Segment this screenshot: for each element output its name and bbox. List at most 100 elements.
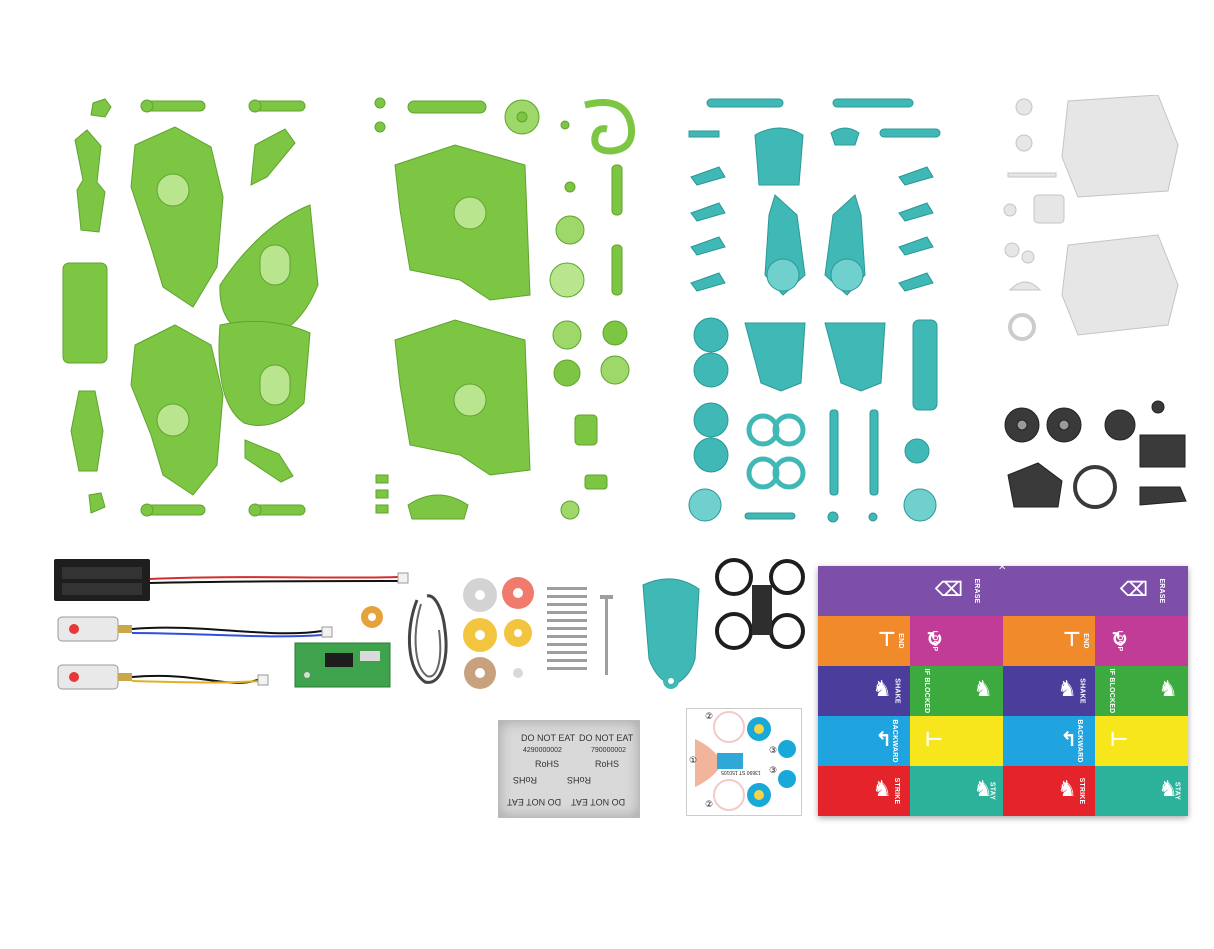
arm-part-lower (70, 390, 104, 472)
card-forward-right: ⊢ (1095, 716, 1188, 766)
packet-rohs-3: RoHS (513, 775, 538, 785)
arm-part-upper (74, 129, 106, 233)
body-frame (62, 262, 108, 364)
teal-head-piece (642, 578, 700, 689)
packet-rohs-1: RoHS (535, 759, 560, 769)
packet-rohs-4: RoHS (567, 775, 592, 785)
dark-housing (1007, 462, 1063, 508)
sticker-number-1: ① (689, 755, 698, 765)
teal-leg-part (912, 319, 938, 411)
sticker-number-2-bottom: ② (705, 799, 714, 809)
erase-icon: ⌫ (1119, 579, 1148, 601)
card-strike-right: ♞ STRIKE (1003, 766, 1095, 816)
card-label-erase: ERASE (1157, 578, 1165, 604)
loop-icon: ↻ (926, 629, 943, 651)
teal-parts-sheet (688, 98, 941, 523)
lizard-icon: ♞ (1158, 676, 1178, 701)
erase-icon: ⌫ (934, 579, 963, 601)
card-shake-right: ♞ SHAKE (1003, 666, 1095, 716)
card-end-left: ⊤ END (818, 616, 910, 666)
shell-half-top (130, 126, 224, 308)
green-parts-sheet-2 (374, 97, 636, 520)
card-erase-right: ⌫ ERASE (1003, 566, 1188, 616)
rod-part (146, 100, 206, 112)
lizard-icon: ♞ (1057, 676, 1077, 701)
electronics-group (54, 559, 409, 690)
card-label-strike: STRIKE (1078, 777, 1086, 805)
end-icon: ⊤ (1062, 629, 1081, 651)
teal-frame-right (824, 322, 886, 392)
motor-icon (57, 616, 119, 642)
sticker-number-3-top: ③ (769, 745, 778, 755)
card-if-blocked-left: ♞ IF BLOCKED (910, 666, 1003, 716)
card-label-strike: STRIKE (893, 777, 901, 805)
card-label-stay: STAY (1173, 781, 1181, 801)
command-card-sheet: ⌫ ERASE ⌫ ERASE ⊤ END ↻ LOOP ⊤ END ↻ LOO… (818, 562, 1188, 816)
claw-part-lower (244, 439, 294, 483)
card-erase-left: ⌫ ERASE (818, 566, 1003, 616)
backward-arrow-icon: ↰ (875, 729, 892, 751)
forward-arrow-icon: ⊢ (924, 729, 943, 751)
card-label-shake: SHAKE (893, 678, 901, 704)
card-label-backward: BACKWARD (1075, 719, 1083, 763)
dark-bracket (1139, 434, 1186, 468)
card-if-blocked-right: ♞ IF BLOCKED (1095, 666, 1188, 716)
card-shake-left: ♞ SHAKE (818, 666, 910, 716)
card-end-right: ⊤ END (1003, 616, 1095, 666)
wire-coil (407, 594, 448, 684)
rod-part-2 (254, 100, 306, 112)
card-stay-left: ♞ STAY (910, 766, 1003, 816)
packet-warning-2: DO NOT EAT (579, 733, 634, 743)
card-strike-left: ♞ STRIKE (818, 766, 910, 816)
card-stay-right: ♞ STAY (1095, 766, 1188, 816)
packet-code-2: 790000002 (591, 747, 627, 754)
claw-part-upper (250, 128, 296, 186)
lizard-icon: ♞ (1057, 776, 1077, 801)
card-label-loop: LOOP (1116, 630, 1124, 652)
eye-sticker-sheet: ② ① ③ ③ ② 13690 ST 150105 (686, 708, 802, 816)
clip-part (90, 98, 112, 118)
lizard-icon: ♞ (872, 776, 892, 801)
sticker-code: 13690 ST 150105 (721, 769, 761, 775)
rod-part-3 (407, 100, 487, 114)
teal-frame-left (744, 322, 806, 392)
black-ring-parts (715, 558, 805, 650)
rod-end (140, 99, 154, 113)
lizard-icon: ♞ (1158, 776, 1178, 801)
lizard-icon: ♞ (872, 676, 892, 701)
grey-cover-top (1061, 95, 1179, 198)
card-backward-left: ↰ BACKWARD (818, 716, 910, 766)
grey-parts-sheet (1003, 95, 1179, 341)
loop-icon: ↻ (1111, 629, 1128, 651)
screws-and-pins (547, 587, 613, 675)
dark-gear-3 (1104, 409, 1136, 441)
packet-warning-4: DO NOT EAT (571, 797, 626, 807)
backward-arrow-icon: ↰ (1060, 729, 1077, 751)
card-label-loop: LOOP (931, 630, 939, 652)
packet-rohs-2: RoHS (595, 759, 620, 769)
sticker-art (695, 711, 796, 811)
packet-warning-1: DO NOT EAT (521, 733, 576, 743)
grey-cover-bottom (1061, 234, 1179, 336)
lizard-icon: ♞ (973, 676, 993, 701)
card-loop-right: ↻ LOOP (1095, 616, 1188, 666)
forward-arrow-icon: ⊢ (1109, 729, 1128, 751)
card-loop-left: ↻ LOOP (910, 616, 1003, 666)
lizard-icon: ♞ (973, 776, 993, 801)
cut-mark-icon: ✕ (998, 562, 1007, 573)
silica-packet: DO NOT EAT DO NOT EAT 4290000002 7900000… (498, 720, 640, 818)
sticker-number-3-bottom: ③ (769, 765, 778, 775)
card-forward-left: ⊢ (910, 716, 1003, 766)
end-icon: ⊤ (877, 629, 896, 651)
tail-spiral-part (584, 99, 636, 155)
card-backward-right: ↰ BACKWARD (1003, 716, 1095, 766)
card-label-end: END (1081, 633, 1089, 649)
gear-set (463, 577, 534, 689)
teal-shell-part (754, 127, 804, 186)
card-label-if-blocked: IF BLOCKED (923, 668, 931, 714)
dark-parts-sheet (1004, 400, 1187, 509)
dark-ring (1073, 465, 1117, 509)
card-label-end: END (896, 633, 904, 649)
packet-warning-3: DO NOT EAT (507, 797, 562, 807)
sticker-number-2-top: ② (705, 711, 714, 721)
